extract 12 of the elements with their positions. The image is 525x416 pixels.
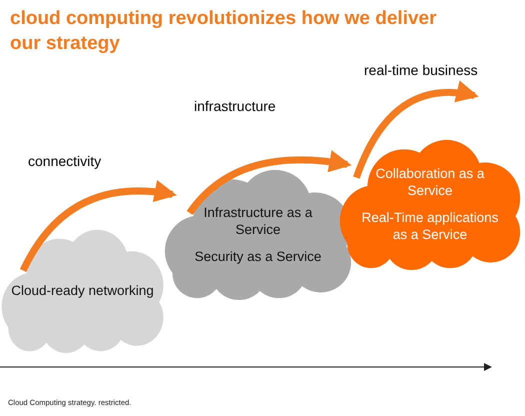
edge-label: connectivity — [26, 153, 104, 169]
curved-arrow — [20, 180, 177, 272]
cloud-text: Cloud-ready networking — [11, 282, 154, 299]
cloud-text: Collaboration as a Service — [374, 165, 486, 199]
edge-label: real-time business — [362, 62, 480, 78]
curved-arrow — [353, 81, 479, 179]
title: cloud computing revolutionizes how we deliver our strategy — [10, 7, 438, 56]
cloud-text: Security as a Service — [194, 248, 322, 264]
cloud-text: Infrastructure as a Service — [202, 204, 314, 238]
curved-arrow — [186, 150, 352, 216]
cloud-text: Real-Time applications as a Service — [360, 209, 500, 243]
edge-label: infrastructure — [192, 98, 278, 114]
